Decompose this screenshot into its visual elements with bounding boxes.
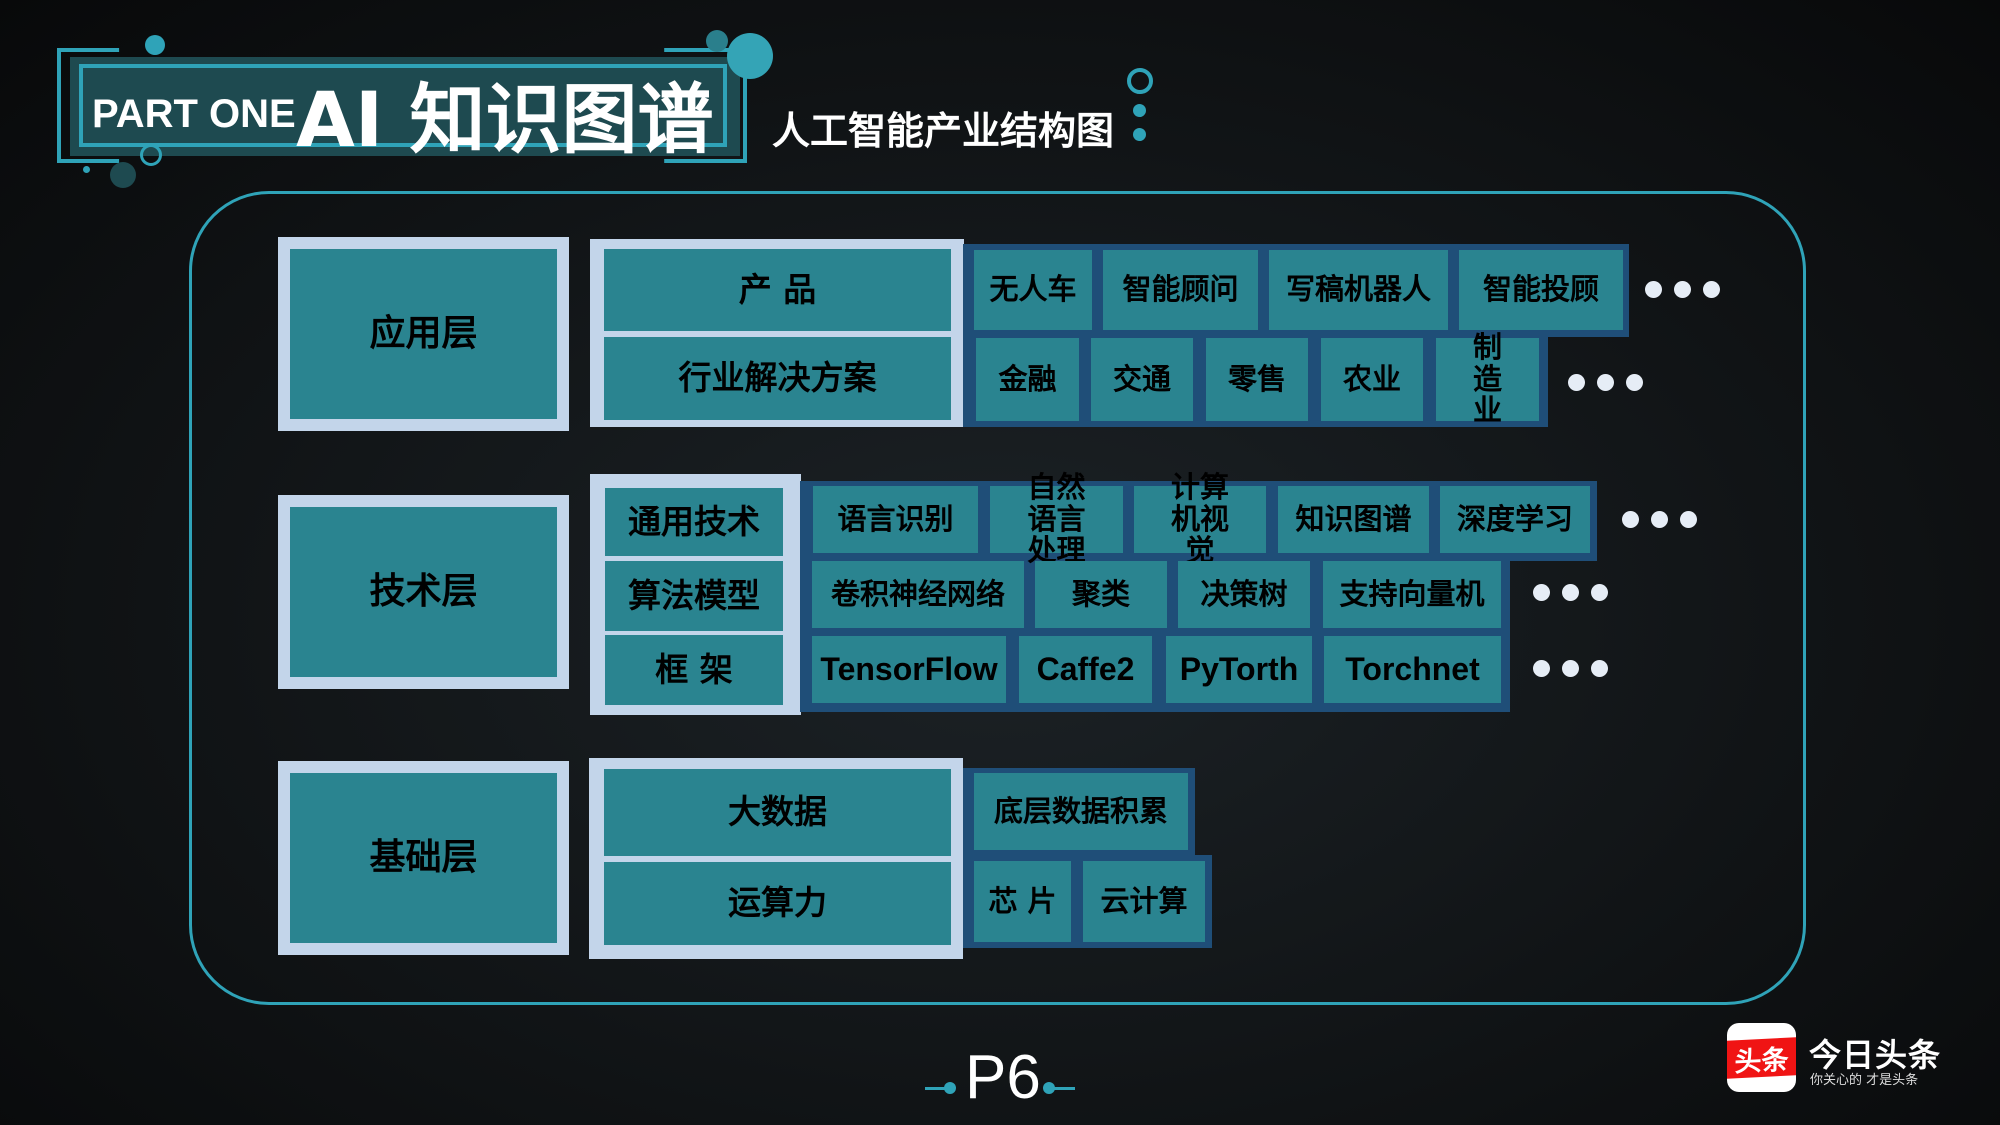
tech-cell: 自然语言处理 — [990, 471, 1123, 566]
app-products: 产 品 — [604, 249, 951, 331]
page-number-line-right — [1053, 1087, 1075, 1090]
framework-cell: TensorFlow — [812, 636, 1006, 703]
product-cell: 写稿机器人 — [1269, 250, 1448, 330]
logo-band: 头条 — [1727, 1037, 1796, 1079]
industry-cell: 农业 — [1321, 338, 1423, 421]
base-bigdata: 大数据 — [604, 769, 951, 856]
brand-slogan: 你关心的 才是头条 — [1810, 1073, 1919, 1088]
page-title: AI 知识图谱 — [296, 75, 714, 164]
tech-framework: 框 架 — [605, 635, 783, 705]
decor-dot — [145, 35, 165, 55]
tech-algorithm: 算法模型 — [605, 561, 783, 631]
decor-ring — [140, 144, 162, 166]
product-cell: 无人车 — [974, 250, 1092, 330]
decor-dot — [727, 33, 773, 79]
base-cell: 芯 片 — [974, 861, 1071, 942]
decor-dot — [83, 166, 90, 173]
title-banner-inner — [79, 64, 727, 147]
more-dots-icon — [1533, 660, 1608, 677]
page-number-line-left — [925, 1087, 955, 1090]
app-layer-label: 应用层 — [290, 249, 557, 419]
algorithm-cell: 聚类 — [1035, 561, 1167, 628]
decor-ring — [1127, 68, 1153, 94]
tech-cell: 深度学习 — [1440, 486, 1590, 553]
base-cell: 底层数据积累 — [974, 773, 1188, 850]
decor-dot — [706, 30, 728, 52]
algorithm-cell: 决策树 — [1178, 561, 1310, 628]
toutiao-logo: 头条 — [1727, 1023, 1796, 1092]
industry-cell: 零售 — [1206, 338, 1308, 421]
more-dots-icon — [1568, 374, 1643, 391]
algorithm-cell: 卷积神经网络 — [812, 561, 1024, 628]
decor-dot — [1133, 128, 1146, 141]
decor-dot — [110, 162, 136, 188]
tech-cell: 知识图谱 — [1278, 486, 1429, 553]
base-compute: 运算力 — [604, 862, 951, 945]
title-part: PART ONE — [92, 92, 296, 136]
framework-cell: Caffe2 — [1019, 636, 1152, 703]
algorithm-cell: 支持向量机 — [1323, 561, 1501, 628]
tech-general: 通用技术 — [605, 488, 783, 556]
base-cell: 云计算 — [1083, 861, 1205, 942]
page-number: P6 — [965, 1043, 1041, 1112]
framework-cell: PyTorth — [1166, 636, 1312, 703]
tech-cell: 语言识别 — [813, 486, 978, 553]
product-cell: 智能顾问 — [1103, 250, 1258, 330]
logo-text: 头条 — [1734, 1044, 1789, 1078]
tech-layer-label: 技术层 — [290, 507, 557, 677]
diagram-frame — [189, 191, 1806, 1005]
more-dots-icon — [1645, 281, 1720, 298]
product-cell: 智能投顾 — [1459, 250, 1623, 330]
app-solutions: 行业解决方案 — [604, 337, 951, 420]
brand-name: 今日头条 — [1809, 1036, 1942, 1074]
page-subtitle: 人工智能产业结构图 — [772, 109, 1115, 153]
title-banner — [70, 57, 740, 156]
decor-dot — [1043, 1082, 1055, 1094]
more-dots-icon — [1533, 584, 1608, 601]
more-dots-icon — [1622, 511, 1697, 528]
decor-dot — [944, 1082, 956, 1094]
decor-dot — [1133, 104, 1146, 117]
industry-cell: 金融 — [976, 338, 1079, 421]
industry-cell: 制造业 — [1436, 331, 1539, 426]
base-layer-label: 基础层 — [290, 773, 557, 943]
tech-cell: 计算机视觉 — [1134, 471, 1266, 566]
framework-cell: Torchnet — [1324, 636, 1501, 703]
industry-cell: 交通 — [1091, 338, 1193, 421]
